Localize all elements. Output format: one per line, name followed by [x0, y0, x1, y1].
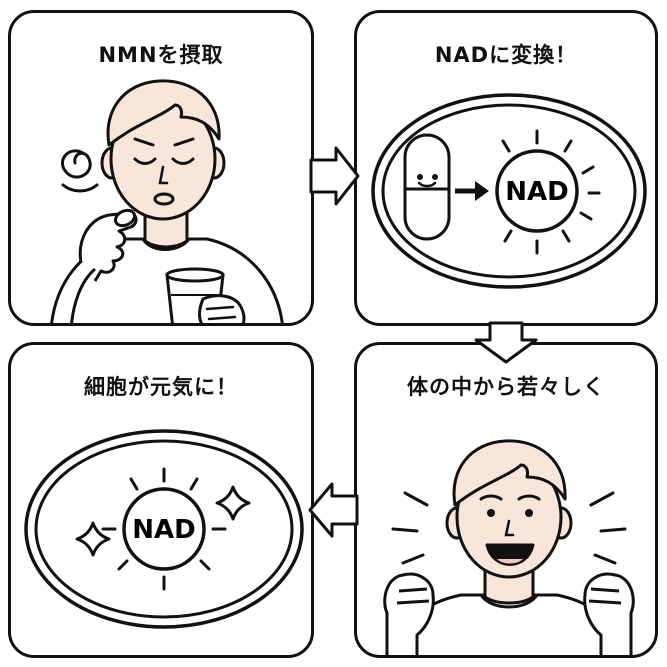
sparkle-icon	[215, 485, 251, 521]
cell-outer	[371, 93, 647, 289]
panel-title-nad-conversion: NADに変換！	[434, 43, 578, 67]
panel-title-cells-energized: 細胞が元気に！	[84, 375, 238, 399]
panel-youthful: 体の中から若々しく	[354, 342, 658, 658]
cell-inner	[381, 103, 637, 279]
hair	[452, 439, 567, 507]
left-fist	[383, 572, 435, 655]
sparkle-icon	[75, 521, 111, 557]
happy-man-illustration	[383, 439, 635, 655]
energy-lines	[391, 491, 627, 565]
energized-cell-illustration	[24, 429, 304, 629]
arrow-right-icon	[455, 181, 489, 201]
nad-molecule	[495, 149, 579, 233]
dizzy-swirl-icon	[60, 149, 99, 193]
arrow-left-icon	[308, 482, 359, 538]
arrow-right-icon	[309, 146, 360, 206]
nad-conversion-illustration	[371, 93, 647, 289]
right-fist	[583, 572, 635, 655]
pill	[113, 208, 137, 228]
panel-nmn-intake: NMNを摂取	[8, 10, 314, 326]
tired-man-illustration	[50, 79, 284, 323]
arrow-down-icon	[474, 321, 538, 364]
panel-title-nmn-intake: NMNを摂取	[98, 43, 224, 67]
panel-title-youthful: 体の中から若々しく	[407, 375, 605, 399]
panel-cells-energized: 細胞が元気に！ NAD	[8, 342, 314, 658]
hand-with-pill	[78, 211, 138, 282]
cell-outer	[24, 429, 304, 629]
glow-rays	[101, 467, 227, 591]
pill-face-icon	[403, 133, 451, 241]
hair	[106, 79, 221, 147]
cell-inner	[34, 439, 294, 619]
nad-molecule	[122, 487, 206, 571]
glow-rays	[501, 129, 601, 255]
